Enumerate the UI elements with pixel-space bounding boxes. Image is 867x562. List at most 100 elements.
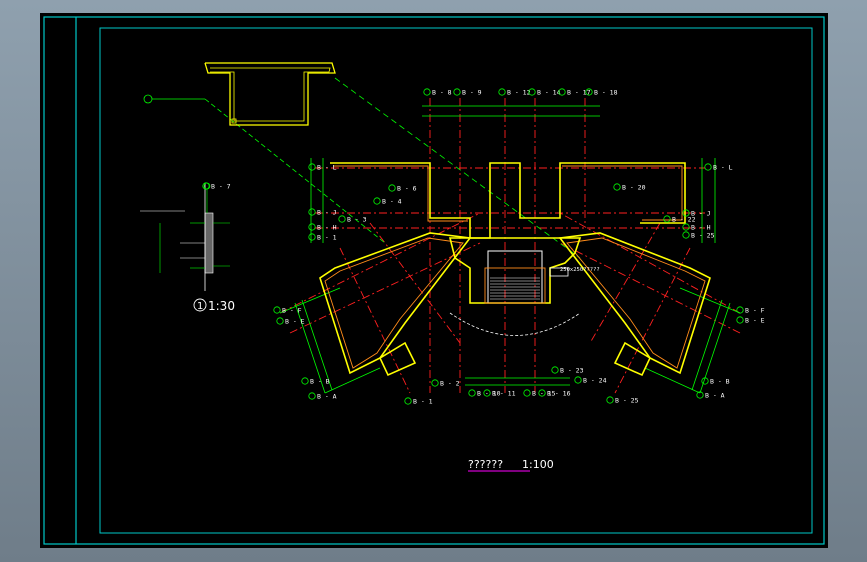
bottom-axis-text: B - 11	[492, 390, 516, 398]
inner-axis-bubble: B - 20	[613, 183, 646, 192]
bottom-axis-bubble: B - 10	[468, 389, 501, 398]
detail-leader	[143, 94, 386, 244]
left-axis-text: B - 1	[317, 234, 337, 242]
top-axis-bubble: B - 18	[585, 88, 618, 97]
top-axis-text: B - 8	[432, 89, 452, 97]
bottom-axis-bubble: B - 15	[523, 389, 556, 398]
top-axis-text: B - 18	[594, 89, 618, 97]
left-axis-text: B - H	[317, 224, 337, 232]
left-axis-text: B - L	[317, 164, 337, 172]
bottom-axis-text: B - 1	[413, 398, 433, 406]
top-axis-bubble: B - 12	[498, 88, 531, 97]
right-axis-labels: B - L B - J B - HB - 25	[682, 163, 733, 240]
inner-axis-text: B - 3	[347, 216, 367, 224]
inner-axis-text: B - 22	[672, 216, 696, 224]
inner-axis-labels: B - 3 B - 4 B - 6 B - 20 B - 22 B - 7	[202, 182, 696, 224]
drawing-title: ?????? 1:100	[468, 458, 554, 472]
bottom-axis-text: B - 24	[583, 377, 607, 385]
side-right-axis-bubble: B - E	[736, 316, 765, 325]
inner-axis-bubble: B - 22	[663, 215, 696, 224]
inner-axis-text: B - 20	[622, 184, 646, 192]
left-axis-bubble: B - J	[308, 208, 337, 217]
left-axis-bubble: B - H	[308, 223, 337, 232]
bottom-axis-bubble: B - 11	[483, 389, 516, 398]
side-left-axis-bubble: B - A	[308, 392, 337, 401]
wall-section-detail	[140, 182, 230, 291]
top-axis-bubble: B - 17	[558, 88, 591, 97]
top-axis-text: B - 12	[507, 89, 531, 97]
right-axis-bubble: B - J	[682, 209, 711, 218]
side-left-axis-text: B - A	[317, 393, 337, 401]
side-right-axis-labels: B - F B - E B - B B - A	[696, 306, 765, 400]
bottom-axis-bubble: B - 23	[551, 366, 584, 375]
dimension-lines	[279, 105, 741, 394]
inner-axis-text: B - 6	[397, 185, 417, 193]
side-right-axis-text: B - F	[745, 307, 765, 315]
bottom-axis-text: B - 23	[560, 367, 584, 375]
bottom-axis-bubble: B - 2	[431, 379, 460, 388]
top-axis-text: B - 9	[462, 89, 482, 97]
side-left-axis-bubble: B - F	[273, 306, 302, 315]
drawing-title-scale: 1:100	[522, 458, 554, 471]
section-reference-line	[334, 77, 581, 259]
top-axis-bubble: B - 8	[423, 88, 452, 97]
top-axis-text: B - 14	[537, 89, 561, 97]
left-axis-bubble: B - 1	[308, 233, 337, 242]
side-right-axis-bubble: B - F	[736, 306, 765, 315]
top-axis-bubble: B - 9	[453, 88, 482, 97]
core-callout-label: 250x250?????	[560, 267, 600, 273]
bottom-axis-bubble: B - 24	[574, 376, 607, 385]
bottom-axis-text: B - 15	[532, 390, 556, 398]
side-left-axis-text: B - B	[310, 378, 330, 386]
side-right-axis-text: B - A	[705, 392, 725, 400]
inner-axis-text: B - 4	[382, 198, 402, 206]
right-axis-bubble: B - L	[704, 163, 733, 172]
detail-scale: 1:30	[208, 299, 235, 313]
top-axis-bubble: B - 14	[528, 88, 561, 97]
inner-axis-bubble: B - 6	[388, 184, 417, 193]
axis-lines	[279, 98, 741, 394]
right-axis-text: B - L	[713, 164, 733, 172]
side-left-axis-labels: B - F B - E B - B B - A	[273, 306, 337, 401]
inner-frame	[99, 27, 813, 534]
left-axis-labels: B - L B - J B - H B - 1	[308, 163, 337, 242]
right-axis-bubble: B - H	[682, 223, 711, 232]
side-right-axis-text: B - E	[745, 317, 765, 325]
inner-axis-bubble: B - 7	[202, 182, 231, 191]
side-right-axis-bubble: B - B	[701, 377, 730, 386]
top-axis-text: B - 17	[567, 89, 591, 97]
right-axis-text: B - H	[691, 224, 711, 232]
side-right-axis-bubble: B - A	[696, 391, 725, 400]
drawing-title-text: ??????	[468, 458, 503, 471]
detail-section-outline	[204, 62, 336, 126]
bottom-axis-bubble: B - 16	[538, 389, 571, 398]
detail-scale-label: 1 1:30	[193, 298, 235, 313]
inner-axis-bubble: B - 4	[373, 197, 402, 206]
detail-number: 1	[197, 301, 203, 312]
sheet-frame	[43, 16, 825, 545]
plan-arc	[449, 312, 581, 336]
side-left-axis-bubble: B - B	[301, 377, 330, 386]
inner-axis-text: B - 7	[211, 183, 231, 191]
building-walls	[319, 162, 711, 377]
stair-hatch	[490, 277, 540, 300]
right-axis-text: B - 25	[691, 232, 715, 240]
bottom-axis-text: B - 10	[477, 390, 501, 398]
side-left-axis-text: B - F	[282, 307, 302, 315]
right-axis-bubble: B - 25	[682, 231, 715, 240]
bottom-axis-text: B - 2	[440, 380, 460, 388]
side-left-axis-text: B - E	[285, 318, 305, 326]
right-axis-text: B - J	[691, 210, 711, 218]
bottom-axis-bubble: B - 1	[404, 397, 433, 406]
bottom-axis-text: B - 16	[547, 390, 571, 398]
inner-axis-bubble: B - 3	[338, 215, 367, 224]
bottom-axis-bubble: B - 25	[606, 396, 639, 405]
bottom-axis-labels: B - 1 B - 2 B - 10B - 11 B - 15B - 16 B - 23…	[404, 366, 639, 406]
outer-frame	[43, 16, 825, 545]
cad-drawing-canvas[interactable]: B - 8 B - 9 B - 12 B - 14 B - 17B - 18 B - L…	[40, 13, 828, 548]
left-axis-text: B - J	[317, 209, 337, 217]
left-axis-bubble: B - L	[308, 163, 337, 172]
bottom-axis-text: B - 25	[615, 397, 639, 405]
